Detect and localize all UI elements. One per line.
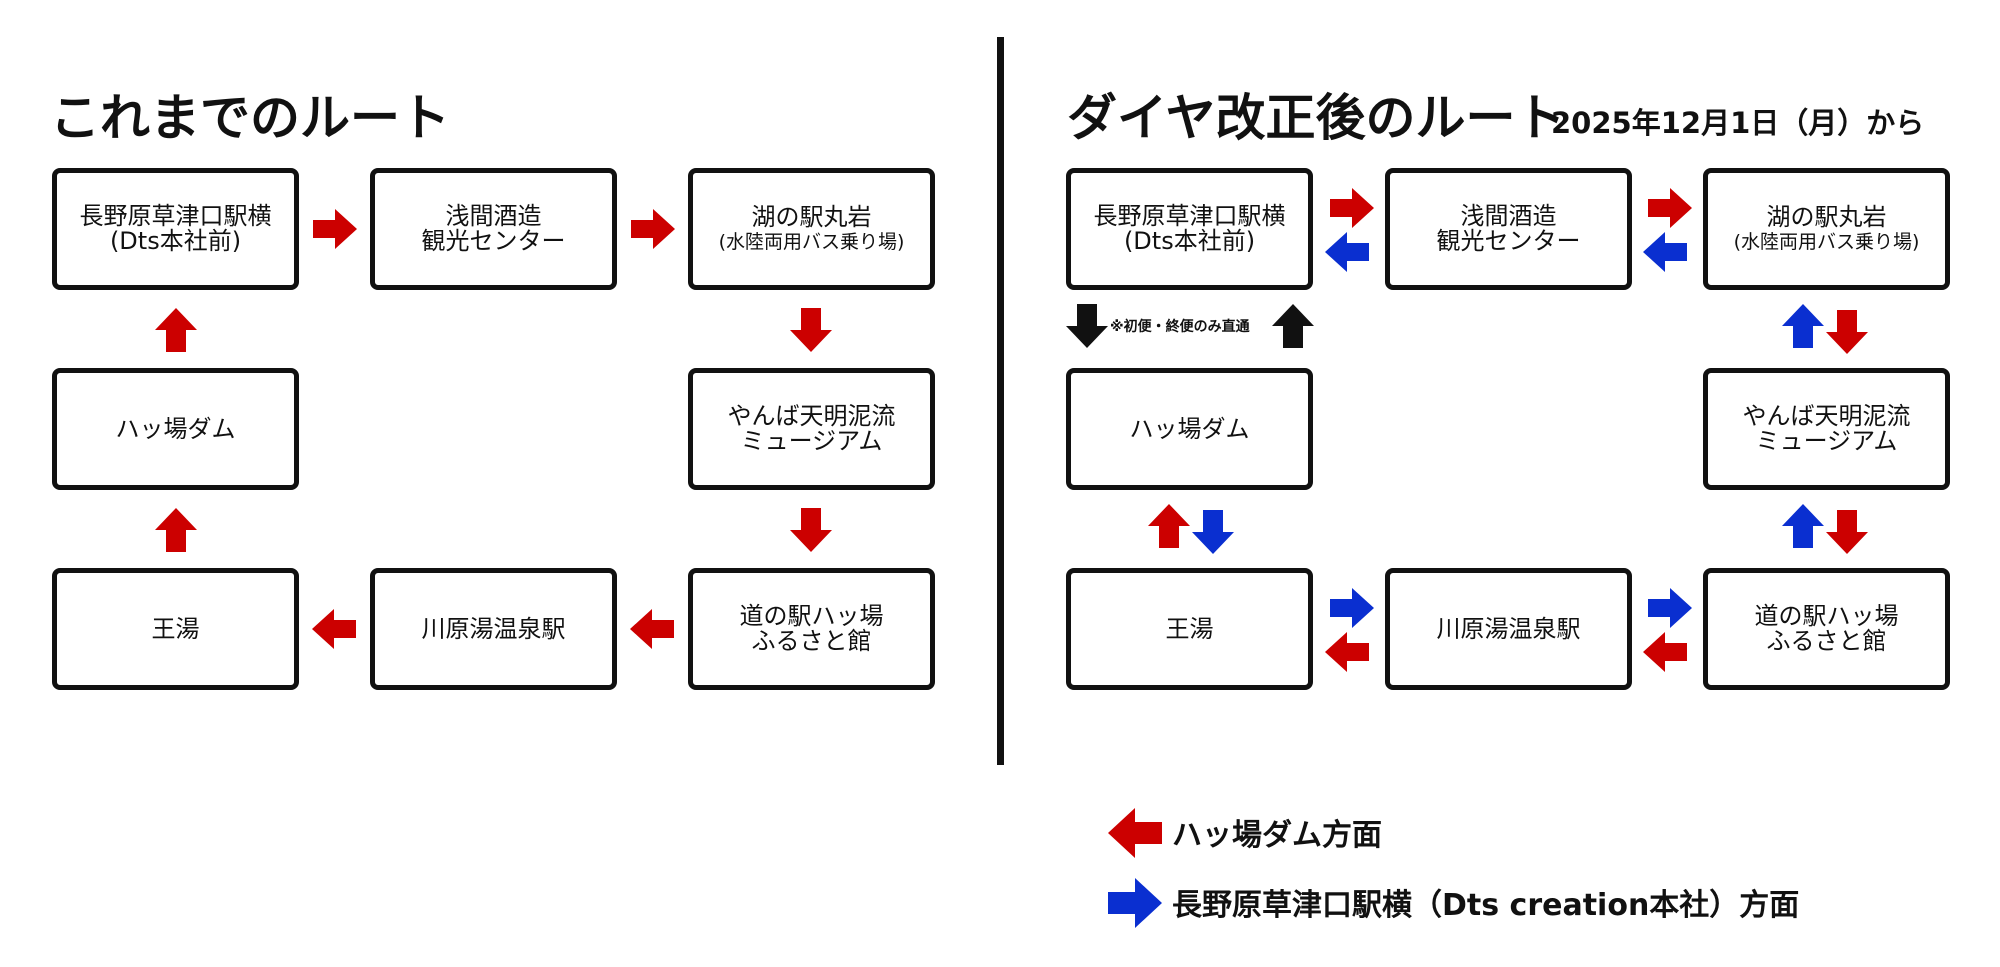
left-stop-michinoeki: 道の駅ハッ場 ふるさと館 — [688, 568, 935, 690]
right-stop-michinoeki: 道の駅ハッ場 ふるさと館 — [1703, 568, 1950, 690]
arrow-right-icon — [313, 209, 357, 249]
stop-name: 湖の駅丸岩 — [1766, 202, 1887, 231]
arrow-right-icon — [1330, 588, 1374, 628]
stop-subname: 観光センター — [421, 227, 566, 255]
stop-name: 川原湯温泉駅 — [421, 614, 566, 643]
arrow-up-icon — [1148, 504, 1190, 548]
right-stop-dam: ハッ場ダム — [1066, 368, 1313, 490]
arrow-up-icon — [1782, 304, 1824, 348]
arrow-down-icon — [1066, 304, 1108, 348]
arrow-up-icon — [1782, 504, 1824, 548]
stop-name: 道の駅ハッ場 — [1754, 602, 1899, 630]
stop-name: 湖の駅丸岩 — [751, 202, 872, 231]
divider — [997, 37, 1004, 765]
right-stop-oyu: 王湯 — [1066, 568, 1313, 690]
stop-subname: ミュージアム — [1755, 427, 1898, 455]
stop-name: ハッ場ダム — [1129, 414, 1250, 443]
arrow-down-icon — [1192, 510, 1234, 554]
arrow-up-icon — [1272, 304, 1314, 348]
arrow-down-icon — [790, 508, 832, 552]
arrow-right-icon — [1330, 188, 1374, 228]
stop-subname: ふるさと館 — [1766, 627, 1887, 655]
arrow-right-icon — [631, 209, 675, 249]
legend-red-label: ハッ場ダム方面 — [1172, 818, 1382, 853]
legend-blue-label: 長野原草津口駅横（Dts creation本社）方面 — [1172, 888, 1800, 923]
arrow-left-icon — [1643, 632, 1687, 672]
left-stop-dam: ハッ場ダム — [52, 368, 299, 490]
stop-name: 長野原草津口駅横 — [79, 202, 272, 230]
stop-name: ハッ場ダム — [115, 414, 236, 443]
left-stop-naganohara: 長野原草津口駅横 (Dts本社前) — [52, 168, 299, 290]
right-stop-yamba-museum: やんば天明泥流 ミュージアム — [1703, 368, 1950, 490]
right-title: ダイヤ改正後のルート — [1067, 89, 1566, 147]
stop-name: 王湯 — [1165, 614, 1214, 643]
arrow-left-icon — [1325, 632, 1369, 672]
stop-subname: ふるさと館 — [751, 627, 872, 655]
legend-red-arrow-icon — [1108, 808, 1162, 858]
left-stop-maruiwa: 湖の駅丸岩 (水陸両用バス乗り場) — [688, 168, 935, 290]
left-title: これまでのルート — [50, 89, 450, 147]
legend-blue-arrow-icon — [1108, 878, 1162, 928]
stop-name: やんば天明泥流 — [1742, 402, 1911, 430]
direct-service-note: ※初便・終便のみ直通 — [1110, 319, 1250, 335]
right-stop-naganohara: 長野原草津口駅横 (Dts本社前) — [1066, 168, 1313, 290]
stop-name: 浅間酒造 — [445, 202, 542, 230]
left-stop-oyu: 王湯 — [52, 568, 299, 690]
stop-subname: ミュージアム — [740, 427, 883, 455]
stop-name: 王湯 — [151, 614, 200, 643]
left-stop-kawarayu: 川原湯温泉駅 — [370, 568, 617, 690]
left-stop-yamba-museum: やんば天明泥流 ミュージアム — [688, 368, 935, 490]
arrow-left-icon — [312, 609, 356, 649]
right-stop-asama: 浅間酒造 観光センター — [1385, 168, 1632, 290]
arrow-right-icon — [1648, 188, 1692, 228]
stop-subname: 観光センター — [1436, 227, 1581, 255]
arrow-left-icon — [630, 609, 674, 649]
right-subtitle: 2025年12月1日（月）から — [1551, 106, 1925, 140]
stop-name: 長野原草津口駅横 — [1093, 202, 1286, 230]
left-stop-asama: 浅間酒造 観光センター — [370, 168, 617, 290]
stop-name: やんば天明泥流 — [727, 402, 896, 430]
arrow-left-icon — [1643, 232, 1687, 272]
right-stop-kawarayu: 川原湯温泉駅 — [1385, 568, 1632, 690]
arrow-down-icon — [1826, 510, 1868, 554]
stop-name: 道の駅ハッ場 — [739, 602, 884, 630]
arrow-left-icon — [1325, 232, 1369, 272]
arrow-right-icon — [1648, 588, 1692, 628]
arrow-up-icon — [155, 308, 197, 352]
stop-subname: (水陸両用バス乗り場) — [718, 230, 905, 253]
arrow-down-icon — [790, 308, 832, 352]
stop-subname: (Dts本社前) — [1123, 227, 1256, 255]
stop-subname: (水陸両用バス乗り場) — [1733, 230, 1920, 253]
stop-name: 川原湯温泉駅 — [1436, 614, 1581, 643]
stop-name: 浅間酒造 — [1460, 202, 1557, 230]
arrow-down-icon — [1826, 310, 1868, 354]
arrow-up-icon — [155, 508, 197, 552]
right-stop-maruiwa: 湖の駅丸岩 (水陸両用バス乗り場) — [1703, 168, 1950, 290]
stop-subname: (Dts本社前) — [109, 227, 242, 255]
